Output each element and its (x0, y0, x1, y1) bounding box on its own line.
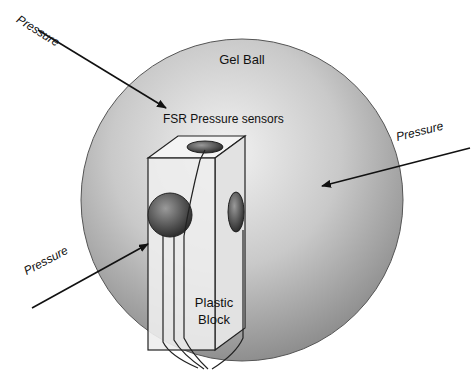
sensor-wires (163, 150, 243, 369)
node-title: Gel Ball (219, 52, 265, 67)
pressure-label: Pressure (395, 119, 445, 144)
pressure-arrow (32, 244, 148, 308)
sensor-label: FSR Pressure sensors (163, 112, 284, 126)
pressure-arrow (322, 148, 470, 186)
node-label: Plastic Block (187, 294, 241, 328)
pressure-label: Pressure (21, 243, 70, 278)
pressure-label: Pressure (14, 12, 62, 49)
gel-ball: Gel BallPlastic Block (80, 38, 404, 362)
pressure-arrow (38, 30, 166, 108)
